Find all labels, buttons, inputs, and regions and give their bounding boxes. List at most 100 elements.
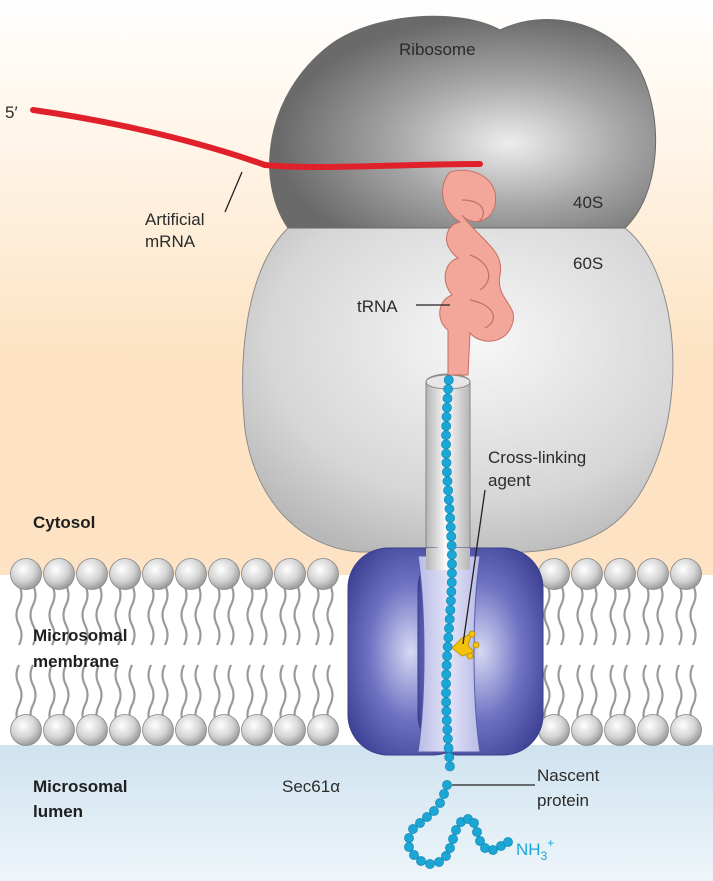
amino-acid-bead: [445, 513, 456, 523]
amino-acid-bead: [447, 559, 457, 569]
lipid-tail: [675, 664, 683, 726]
amino-acid-bead: [444, 752, 455, 763]
lipid-head: [307, 714, 339, 746]
label-lumen: lumen: [33, 802, 83, 821]
amino-acid-bead: [429, 806, 439, 816]
amino-acid-bead: [446, 531, 457, 542]
lipid-tail: [128, 584, 136, 646]
lipid-head: [142, 714, 174, 746]
lipid-head: [670, 714, 702, 746]
lipid-tail: [623, 584, 631, 646]
lipid-head: [241, 558, 273, 590]
lipid-tail: [81, 664, 89, 726]
lipid-tail: [576, 584, 584, 646]
amino-acid-bead: [441, 457, 452, 468]
lipid-tail: [675, 584, 683, 646]
label-nh3: NH3+: [516, 836, 554, 863]
label-ribosome: Ribosome: [399, 40, 476, 59]
label-membrane: membrane: [33, 652, 119, 671]
lipid-tail: [114, 584, 122, 646]
amino-acid-bead: [446, 540, 457, 551]
amino-acid-bead: [434, 857, 444, 867]
amino-acid-bead: [442, 393, 453, 404]
lumen-background: [0, 745, 713, 881]
amino-acid-bead: [442, 780, 452, 790]
lipid-tail: [576, 664, 584, 726]
amino-acid-bead: [442, 402, 452, 413]
amino-acid-bead: [443, 384, 453, 395]
amino-acid-bead: [441, 669, 452, 680]
amino-acid-bead: [441, 687, 451, 698]
lipid-heads: [10, 558, 702, 746]
label-lumen-microsomal: Microsomal: [33, 777, 127, 796]
ribosome-40s-subunit: [269, 15, 657, 229]
amino-acid-bead: [442, 641, 453, 652]
lipid-head: [109, 714, 141, 746]
amino-acid-bead: [441, 660, 452, 671]
lipid-tail: [213, 664, 221, 726]
amino-acid-bead: [408, 824, 418, 834]
leader-cross-linking: [462, 489, 486, 645]
lipid-tail: [689, 584, 697, 646]
amino-acid-bead: [404, 833, 414, 843]
amino-acid-bead: [443, 485, 453, 496]
lipid-tail: [15, 664, 23, 726]
amino-acid-bead: [442, 476, 453, 487]
lipid-head: [76, 558, 108, 590]
amino-acid-bead: [442, 467, 452, 477]
amino-acid-bead: [441, 421, 452, 431]
label-agent: agent: [488, 471, 531, 490]
lipid-head: [43, 714, 75, 746]
lipid-tail: [81, 584, 89, 646]
amino-acid-bead: [442, 733, 453, 744]
leader-mrna: [224, 171, 243, 213]
lipid-head: [175, 714, 207, 746]
lipid-tail: [180, 584, 188, 646]
lipid-tail: [48, 664, 56, 726]
amino-acid-bead: [442, 724, 453, 735]
amino-acid-bead: [445, 522, 456, 533]
lipid-head: [274, 558, 306, 590]
lipid-tail: [642, 664, 650, 726]
lipid-tail: [227, 584, 235, 646]
amino-acid-bead: [475, 836, 485, 846]
amino-acid-bead: [435, 798, 445, 808]
label-artificial: Artificial: [145, 210, 205, 229]
amino-acid-bead: [443, 375, 454, 385]
label-cross-linking: Cross-linking: [488, 448, 586, 467]
amino-acid-bead: [448, 834, 458, 844]
lipid-head: [571, 558, 603, 590]
lipid-tail: [312, 584, 320, 646]
lipid-tail: [326, 584, 334, 646]
lipid-head: [604, 714, 636, 746]
lipid-head: [43, 558, 75, 590]
amino-acid-bead: [451, 825, 461, 835]
amino-acid-bead: [446, 586, 457, 597]
label-trna: tRNA: [357, 297, 398, 316]
amino-acid-bead: [446, 595, 456, 606]
amino-acid-bead: [441, 430, 451, 441]
amino-acid-bead: [416, 856, 426, 866]
amino-acid-bead: [445, 605, 456, 615]
amino-acid-bead: [441, 678, 451, 689]
cross-linking-agent: [451, 630, 480, 660]
label-microsomal: Microsomal: [33, 626, 127, 645]
amino-acid-bead: [441, 715, 452, 726]
nascent-protein-chain: [404, 375, 513, 869]
amino-acid-bead: [441, 411, 452, 422]
lipid-head: [637, 714, 669, 746]
lipid-tail: [656, 584, 664, 646]
amino-acid-bead: [469, 818, 479, 828]
lipid-head: [142, 558, 174, 590]
amino-acid-bead: [443, 494, 454, 505]
lipid-head: [208, 558, 240, 590]
lipid-head: [76, 714, 108, 746]
lipid-tail: [62, 584, 70, 646]
lipid-tail: [95, 584, 103, 646]
amino-acid-bead: [488, 845, 498, 855]
amino-acid-bead: [425, 859, 435, 869]
lipid-tail: [161, 584, 169, 646]
amino-acid-bead: [441, 448, 452, 459]
lipid-head: [637, 558, 669, 590]
